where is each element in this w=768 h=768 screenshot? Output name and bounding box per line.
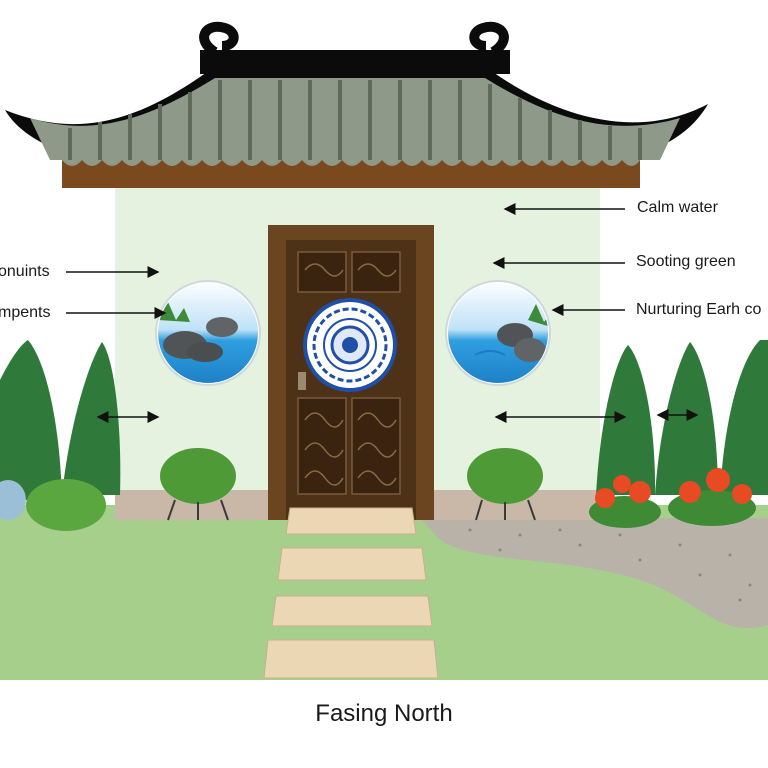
roof <box>5 21 708 188</box>
label-left-upper: onuints <box>0 263 50 280</box>
red-flower-bed <box>589 468 756 528</box>
label-calm-water: Calm water <box>637 199 718 216</box>
blue-white-medallion-icon <box>303 298 397 392</box>
stepping-path <box>263 507 439 679</box>
left-water-rock-window-icon <box>155 280 261 386</box>
shrubs <box>0 448 543 531</box>
label-soothing-green: Sooting green <box>636 253 736 270</box>
gravel-bed <box>420 518 768 629</box>
label-nurturing-earth: Nurturing Earh co <box>636 301 762 318</box>
label-left-lower: mpents <box>0 304 51 321</box>
right-water-rock-window-icon <box>445 280 551 386</box>
left-cypress-trees <box>0 340 121 500</box>
arrow-icons <box>66 203 699 423</box>
diagram-caption: Fasing North <box>315 700 453 727</box>
door-handle[interactable] <box>298 372 306 390</box>
